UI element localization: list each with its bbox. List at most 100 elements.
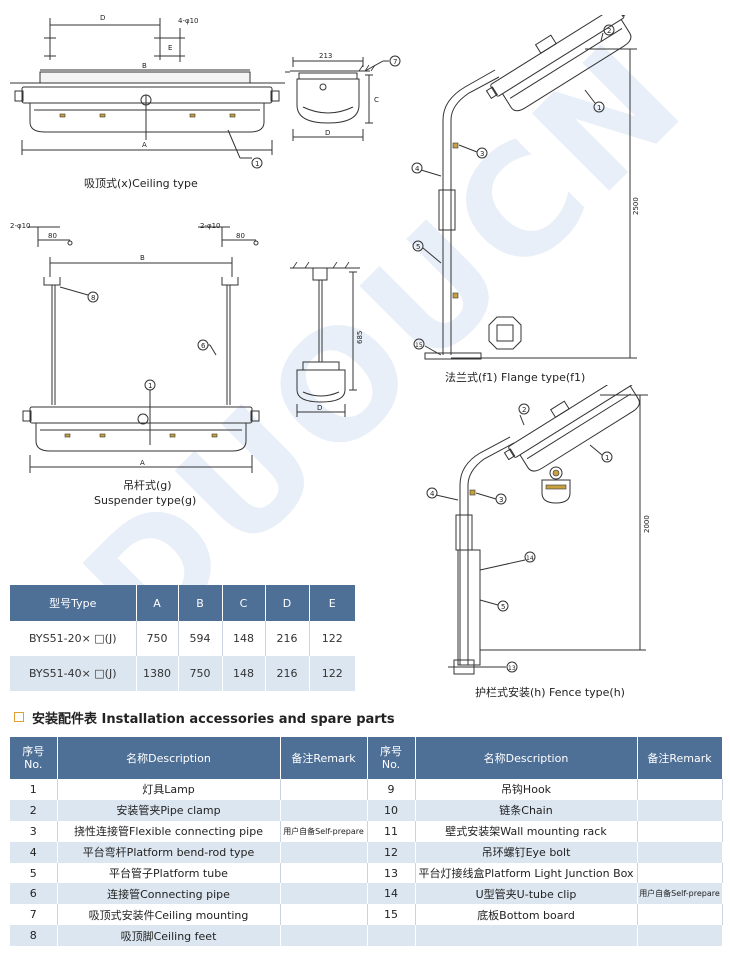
suspender-dim-a: A bbox=[140, 459, 145, 467]
ceiling-dim-e: E bbox=[168, 44, 172, 52]
cell-desc: 吸顶式安装件Ceiling mounting bbox=[57, 904, 281, 926]
model-header-d: D bbox=[264, 585, 309, 621]
model-cell: 750 bbox=[135, 621, 178, 656]
cell-no: 7 bbox=[10, 904, 58, 926]
cell-no bbox=[367, 925, 416, 947]
table-row: 7 吸顶式安装件Ceiling mounting 15 底板Bottom boa… bbox=[10, 904, 723, 926]
ceiling-dim-a: A bbox=[142, 141, 147, 149]
flange-callout-1: 1 bbox=[597, 104, 601, 112]
model-cell: 122 bbox=[308, 621, 355, 656]
cell-no: 14 bbox=[367, 883, 416, 905]
fence-callout-13: 13 bbox=[508, 665, 516, 672]
cell-remark bbox=[280, 779, 368, 800]
model-cell: 594 bbox=[177, 621, 222, 656]
suspender-callout-1: 1 bbox=[148, 382, 152, 390]
suspender-callout-6: 6 bbox=[201, 342, 206, 350]
cell-remark bbox=[280, 799, 368, 821]
cell-no: 9 bbox=[367, 779, 416, 800]
cell-remark bbox=[280, 883, 368, 905]
table-row: 1 灯具Lamp 9 吊钩Hook bbox=[10, 779, 723, 800]
cell-remark: 用户自备Self-prepare bbox=[280, 820, 368, 842]
suspender-callout-8: 8 bbox=[91, 294, 95, 302]
model-cell: 750 bbox=[177, 656, 222, 691]
cell-remark bbox=[280, 862, 368, 884]
cell-no: 1 bbox=[10, 779, 58, 800]
model-cell: 148 bbox=[221, 621, 265, 656]
model-cell: BYS51-20× □(J) bbox=[10, 621, 136, 656]
flange-callout-5: 5 bbox=[416, 243, 420, 251]
model-header-e: E bbox=[308, 585, 355, 621]
model-header-type: 型号Type bbox=[10, 585, 136, 621]
model-cell: 216 bbox=[264, 621, 309, 656]
ceiling-side-width: 213 bbox=[319, 52, 332, 60]
fence-callout-2: 2 bbox=[522, 406, 526, 414]
section-marker-icon bbox=[14, 712, 24, 722]
flange-type-drawing: 2500 2 1 3 4 5 15 bbox=[411, 15, 640, 360]
cell-remark bbox=[637, 904, 723, 926]
model-cell: BYS51-40× □(J) bbox=[10, 656, 136, 691]
watermark: DUOUCN bbox=[52, 10, 718, 676]
fence-callout-4: 4 bbox=[430, 490, 435, 498]
ceiling-side-d: D bbox=[325, 129, 330, 137]
cell-desc bbox=[415, 925, 638, 947]
fence-height: 2000 bbox=[643, 515, 651, 533]
cell-desc: 平台灯接线盒Platform Light Junction Box bbox=[415, 862, 638, 884]
ceiling-caption: 吸顶式(x)Ceiling type bbox=[84, 177, 198, 190]
cell-desc: 吸顶脚Ceiling feet bbox=[57, 925, 281, 947]
cell-desc: U型管夹U-tube clip bbox=[415, 883, 638, 905]
cell-no: 11 bbox=[367, 820, 416, 842]
cell-no: 8 bbox=[10, 925, 58, 947]
cell-no: 10 bbox=[367, 799, 416, 821]
suspender-caption-cn: 吊杆式(g) bbox=[123, 479, 172, 492]
cell-remark bbox=[637, 925, 723, 947]
flange-caption: 法兰式(f1) Flange type(f1) bbox=[445, 371, 586, 384]
header-desc-left: 名称Description bbox=[57, 737, 281, 779]
table-row: 6 连接管Connecting pipe 14 U型管夹U-tube clip … bbox=[10, 883, 723, 905]
suspender-side-d: D bbox=[317, 404, 322, 412]
table-row: 2 安装管夹Pipe clamp 10 链条Chain bbox=[10, 799, 723, 821]
suspender-hole-right: 2-φ10 bbox=[200, 222, 221, 230]
model-header-a: A bbox=[135, 585, 178, 621]
accessories-title-text: 安装配件表 Installation accessories and spare… bbox=[32, 712, 395, 727]
flange-callout-3: 3 bbox=[480, 150, 484, 158]
cell-desc: 链条Chain bbox=[415, 799, 638, 821]
ceiling-side-drawing: 213 C D 7 bbox=[290, 52, 401, 141]
cell-desc: 平台管子Platform tube bbox=[57, 862, 281, 884]
flange-callout-15: 15 bbox=[415, 342, 423, 349]
fence-callout-5: 5 bbox=[501, 603, 505, 611]
suspender-dim-b: B bbox=[140, 254, 145, 262]
flange-callout-2: 2 bbox=[607, 27, 611, 35]
cell-no: 6 bbox=[10, 883, 58, 905]
fence-callout-1: 1 bbox=[605, 454, 609, 462]
suspender-80-right: 80 bbox=[236, 232, 245, 240]
model-cell: 148 bbox=[221, 656, 265, 691]
cell-remark bbox=[637, 820, 723, 842]
ceiling-dim-b: B bbox=[142, 62, 147, 70]
suspender-type-drawing: 2-φ10 80 2-φ10 80 B 8 6 1 A bbox=[10, 222, 260, 473]
cell-no: 15 bbox=[367, 904, 416, 926]
cell-no: 5 bbox=[10, 862, 58, 884]
cell-desc: 壁式安装架Wall mounting rack bbox=[415, 820, 638, 842]
cell-remark bbox=[280, 925, 368, 947]
fence-type-drawing: 2000 2 1 4 3 14 5 13 bbox=[426, 385, 651, 675]
cell-no: 12 bbox=[367, 841, 416, 863]
model-header-c: C bbox=[221, 585, 265, 621]
table-row: BYS51-40× □(J) 1380 750 148 216 122 bbox=[10, 656, 355, 691]
suspender-caption-en: Suspender type(g) bbox=[94, 494, 197, 507]
cell-remark bbox=[637, 862, 723, 884]
model-cell: 122 bbox=[308, 656, 355, 691]
cell-desc: 灯具Lamp bbox=[57, 779, 281, 800]
fence-caption: 护栏式安装(h) Fence type(h) bbox=[475, 686, 625, 699]
cell-remark bbox=[637, 799, 723, 821]
flange-callout-4: 4 bbox=[415, 165, 420, 173]
model-cell: 1380 bbox=[135, 656, 178, 691]
model-table: 型号Type A B C D E BYS51-20× □(J) 750 594 … bbox=[10, 585, 355, 691]
fence-callout-14: 14 bbox=[526, 555, 534, 562]
ceiling-hole: 4-φ10 bbox=[178, 17, 199, 25]
cell-desc: 底板Bottom board bbox=[415, 904, 638, 926]
suspender-height: 685 bbox=[356, 331, 364, 344]
cell-remark bbox=[637, 779, 723, 800]
flange-height: 2500 bbox=[632, 197, 640, 215]
